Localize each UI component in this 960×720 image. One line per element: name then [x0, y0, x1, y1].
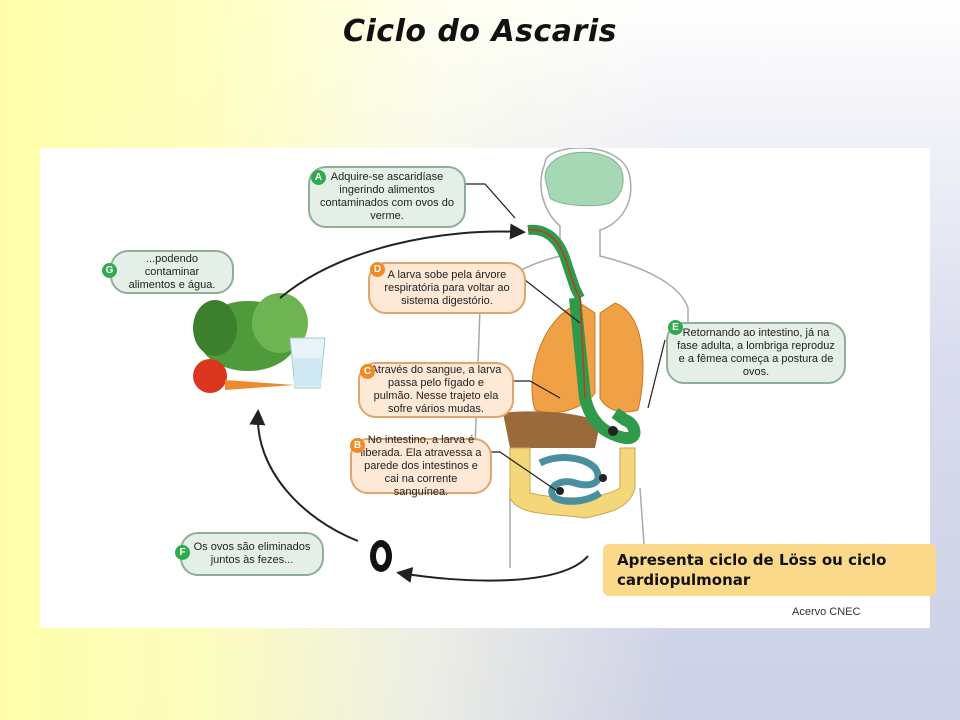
- bubble-c: Através do sangue, a larva passa pelo fí…: [358, 362, 514, 418]
- worm-spot-2: [556, 487, 564, 495]
- bubble-d: A larva sobe pela árvore respiratória pa…: [368, 262, 526, 314]
- bubble-c-text: Através do sangue, a larva passa pelo fí…: [370, 364, 502, 415]
- right-lung: [599, 302, 644, 413]
- worm-spot-1: [608, 426, 618, 436]
- arrow-egg-to-food: [249, 409, 359, 542]
- bubble-g: ...podendo contaminar alimentos e água.: [110, 250, 234, 294]
- image-credit: Acervo CNEC: [792, 606, 861, 618]
- liver: [503, 411, 600, 448]
- bubble-b: No intestino, a larva é liberada. Ela at…: [350, 434, 492, 498]
- page-title: Ciclo do Ascaris: [343, 14, 617, 49]
- badge-b: B: [350, 438, 365, 453]
- highlight-note: Apresenta ciclo de Löss ou ciclo cardiop…: [603, 544, 936, 596]
- diagram-drawing: [193, 148, 689, 583]
- stomach: [569, 297, 641, 445]
- bubble-a-text: Adquire-se ascaridíase ingerindo aliment…: [320, 171, 454, 222]
- badge-d: D: [370, 262, 385, 277]
- diagram-panel: Adquire-se ascaridíase ingerindo aliment…: [40, 148, 930, 628]
- badge-g: G: [102, 263, 117, 278]
- larva-path: [527, 229, 586, 399]
- small-intestine: [538, 454, 603, 505]
- bubble-b-text: No intestino, a larva é liberada. Ela at…: [360, 433, 482, 498]
- badge-c: C: [360, 364, 375, 379]
- arrow-food-to-mouth: [279, 223, 526, 299]
- bubble-e-text: Retornando ao intestino, já na fase adul…: [677, 327, 835, 378]
- bubble-g-text: ...podendo contaminar alimentos e água.: [128, 252, 216, 291]
- badge-e: E: [668, 320, 683, 335]
- large-intestine: [509, 447, 636, 519]
- arrow-body-to-egg: [396, 555, 589, 583]
- bubble-d-text: A larva sobe pela árvore respiratória pa…: [384, 268, 510, 307]
- worm-spot-3: [599, 474, 607, 482]
- badge-f: F: [175, 545, 190, 560]
- badge-a: A: [311, 170, 326, 185]
- bubble-a: Adquire-se ascaridíase ingerindo aliment…: [308, 166, 466, 228]
- bubble-e: Retornando ao intestino, já na fase adul…: [666, 322, 846, 384]
- vegetables-illustration: [193, 293, 308, 393]
- water-glass: [289, 337, 326, 389]
- brain: [544, 151, 624, 207]
- bubble-f-text: Os ovos são eliminados juntos às fezes..…: [193, 541, 311, 566]
- bubble-f: Os ovos são eliminados juntos às fezes..…: [180, 532, 324, 576]
